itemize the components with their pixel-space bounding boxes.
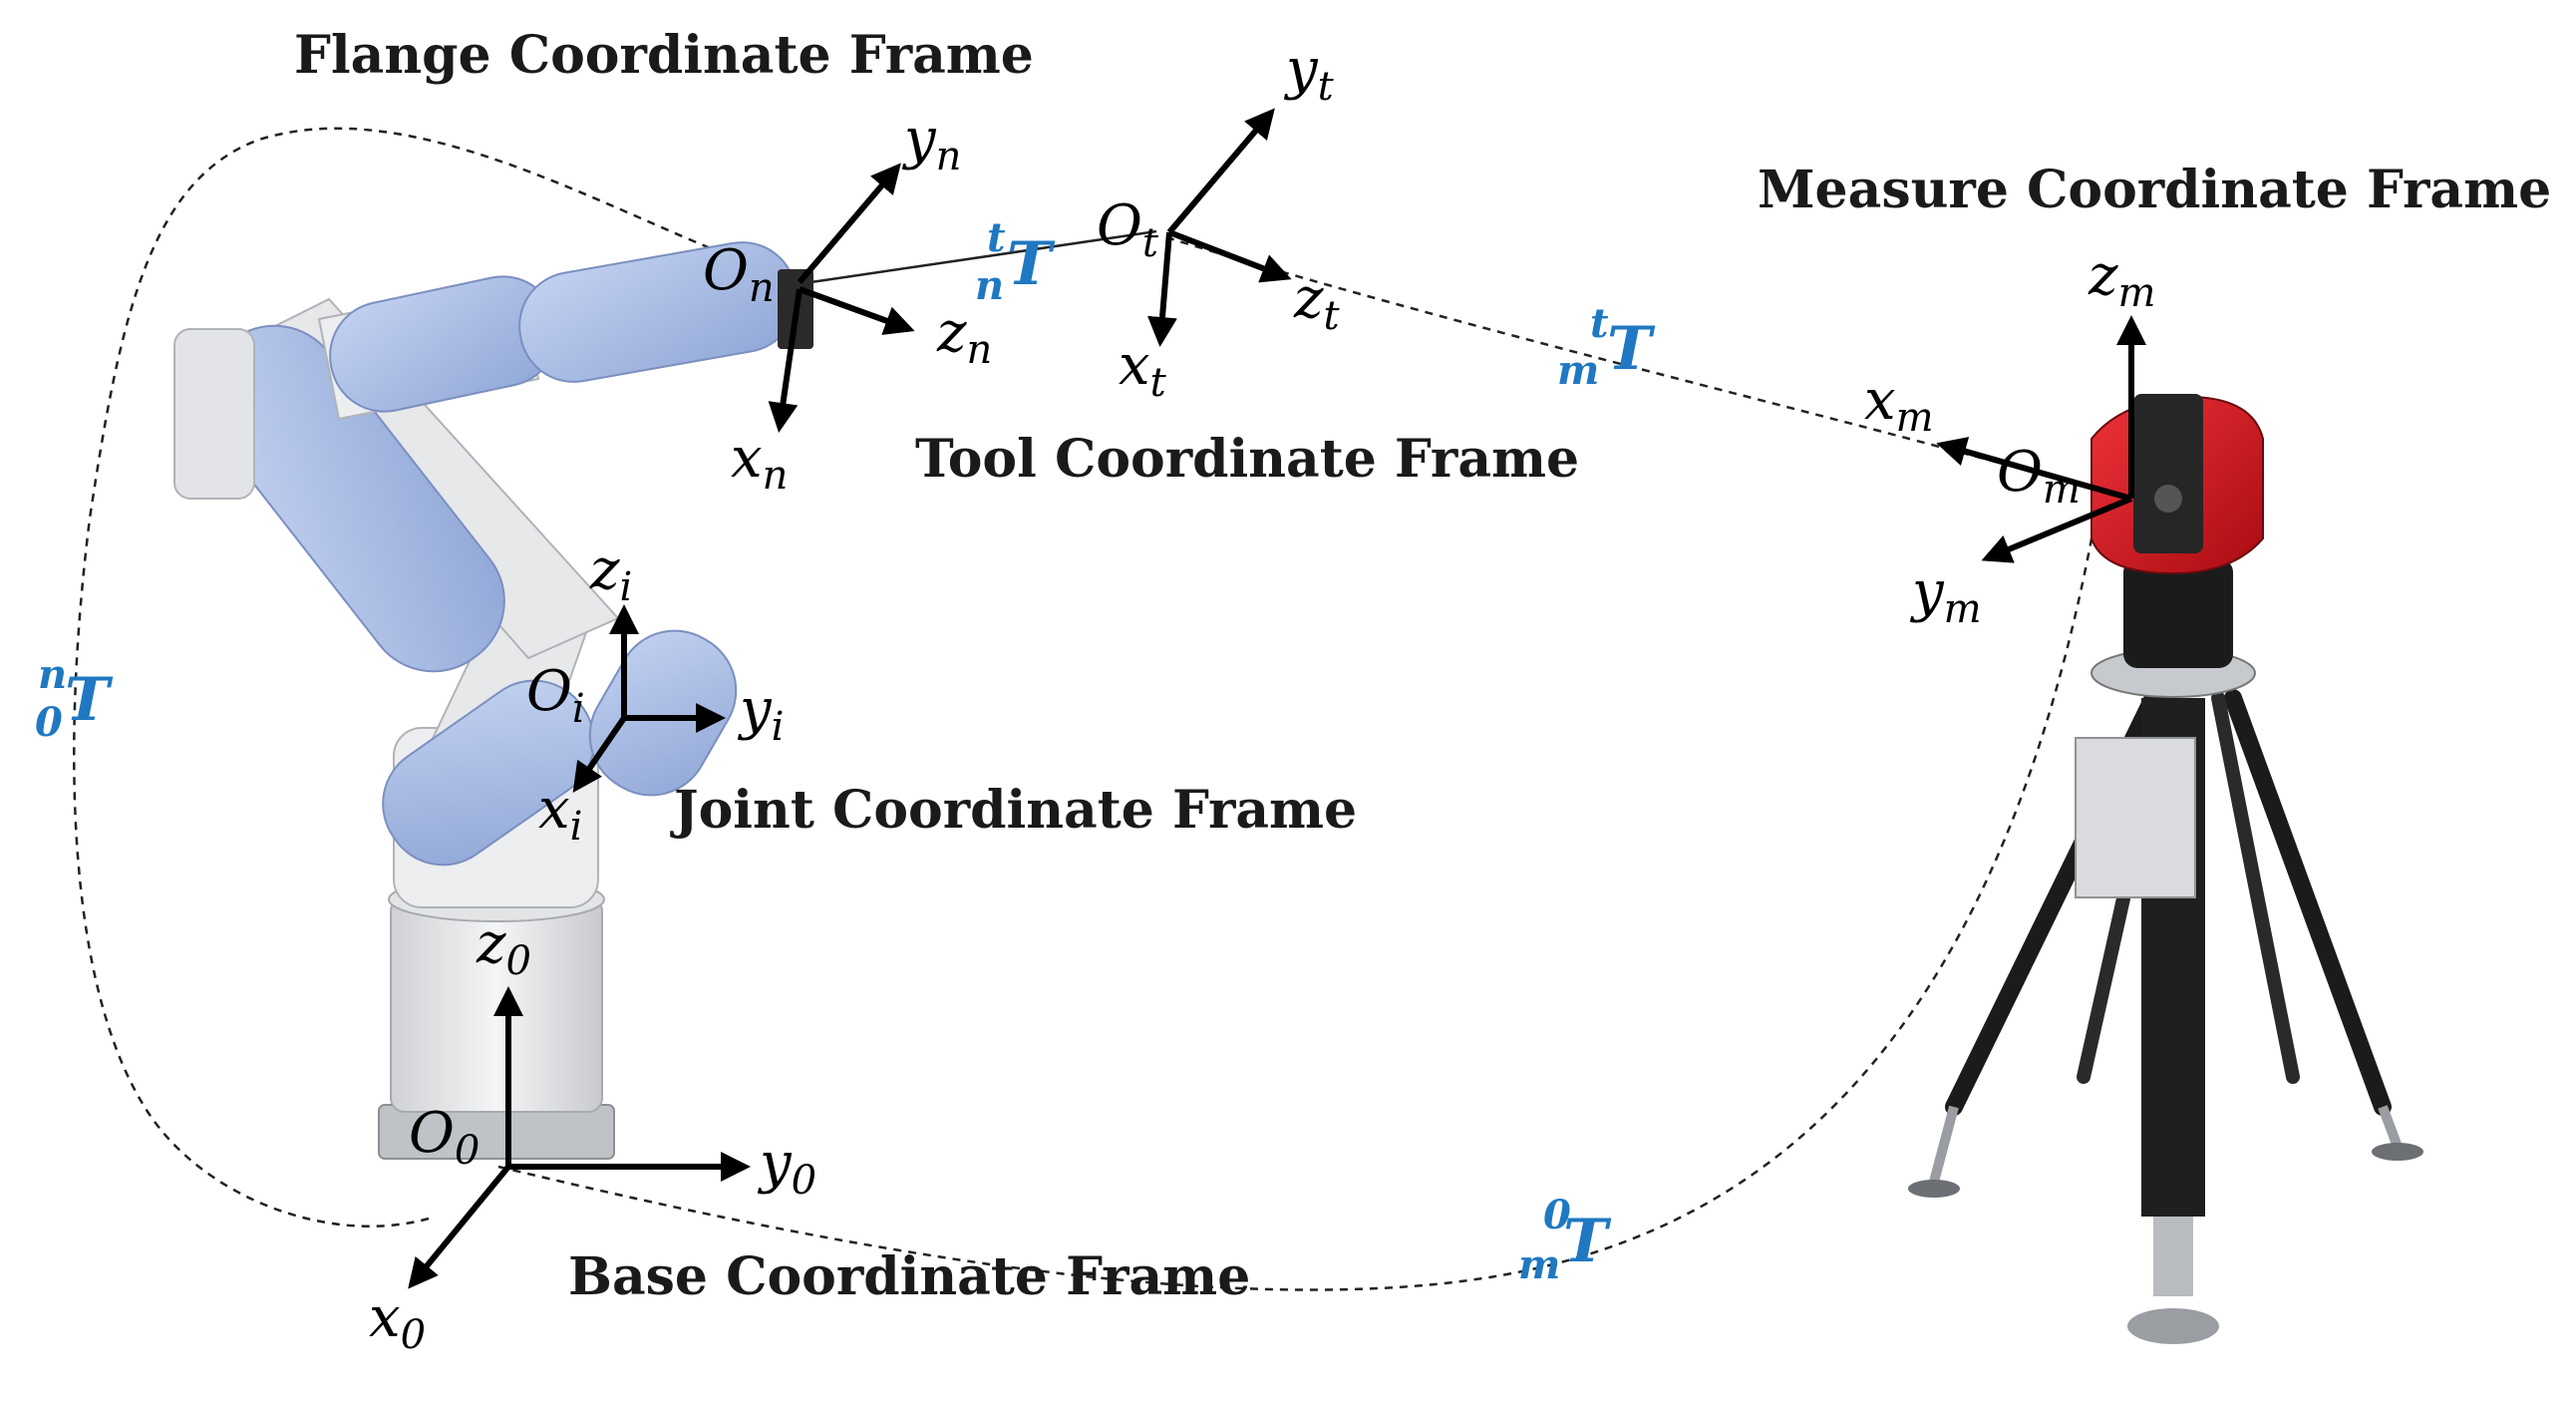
tool-z-arrow	[1167, 229, 1292, 283]
flange-frame-title: Flange Coordinate Frame	[294, 25, 1034, 86]
measure-frame-title: Measure Coordinate Frame	[1758, 160, 2551, 220]
tf-base-measure-sup: 0	[1543, 1192, 1571, 1238]
robot-link-lower	[382, 679, 595, 867]
measure-x-label: xm	[1864, 368, 1934, 441]
base-z-label: z0	[476, 911, 531, 984]
tool-y-arrow	[1166, 108, 1275, 234]
tf-base-measure-sub: m	[1518, 1241, 1560, 1288]
joint-x-label: xi	[538, 777, 582, 850]
flange-x-label: xn	[731, 426, 788, 499]
base-x-label: x0	[369, 1285, 426, 1358]
base-to-flange-path	[73, 127, 779, 1227]
flange-to-tool-line	[797, 229, 1157, 286]
tool-origin-label: Ot	[1097, 193, 1159, 266]
tracker-pedestal	[2123, 558, 2233, 668]
base-origin-label: O0	[409, 1101, 480, 1174]
tool-z-label: zt	[1293, 266, 1341, 339]
measure-origin-label: Om	[1997, 440, 2081, 513]
tf-flange-tool-sub: n	[975, 262, 1004, 309]
tool-x-arrow	[1147, 231, 1177, 347]
robot-arm-image	[173, 241, 813, 1160]
tf-tool-measure-sub: m	[1557, 347, 1599, 394]
base-frame-title: Base Coordinate Frame	[568, 1246, 1250, 1307]
laser-tracker-image	[1908, 394, 2423, 1344]
flange-y-arrow	[797, 163, 901, 284]
robot-shoulder-block	[173, 328, 255, 500]
axes-arrows	[408, 108, 2146, 1289]
robot-link-wrist-b	[518, 241, 798, 383]
tf-tool-measure-main: T	[1607, 314, 1656, 384]
flange-z-label: zn	[936, 300, 992, 373]
flange-z-arrow	[798, 286, 915, 335]
joint-origin-label: Oi	[526, 659, 585, 732]
tool-y-label: yt	[1283, 37, 1335, 110]
measure-z-label: zm	[2088, 243, 2155, 316]
base-x-arrow	[408, 1165, 511, 1289]
measure-x-arrow	[1936, 437, 2132, 502]
measure-y-label: ym	[1909, 559, 1982, 632]
joint-x-arrow	[572, 716, 627, 793]
joint-z-label: zi	[589, 537, 632, 610]
tf-base-flange-main: T	[65, 665, 114, 735]
measure-y-arrow	[1981, 496, 2133, 563]
tf-base-measure-main: T	[1563, 1207, 1612, 1276]
tf-base-flange-sub: 0	[35, 699, 63, 746]
base-y-label: y0	[757, 1131, 816, 1204]
transform-flange-tool: t n T	[975, 214, 1056, 309]
joint-y-label: yi	[737, 677, 784, 750]
transform-base-flange: n 0 T	[35, 651, 114, 746]
tf-flange-tool-main: T	[1007, 229, 1056, 299]
flange-y-label: yn	[901, 107, 961, 179]
tool-frame-title: Tool Coordinate Frame	[915, 429, 1579, 490]
transform-base-measure: 0 m T	[1518, 1192, 1612, 1288]
tool-x-label: xt	[1119, 333, 1167, 406]
tf-flange-tool-sup: t	[987, 214, 1006, 261]
tracker-center	[2133, 394, 2203, 553]
tf-tool-measure-sup: t	[1590, 300, 1609, 347]
flange-x-arrow	[768, 288, 803, 433]
joint-frame-title: Joint Coordinate Frame	[670, 780, 1357, 841]
transform-tool-measure: t m T	[1557, 300, 1656, 394]
base-to-measure-path	[497, 527, 2095, 1291]
tf-base-flange-sup: n	[38, 651, 67, 698]
flange-origin-label: On	[703, 238, 775, 311]
